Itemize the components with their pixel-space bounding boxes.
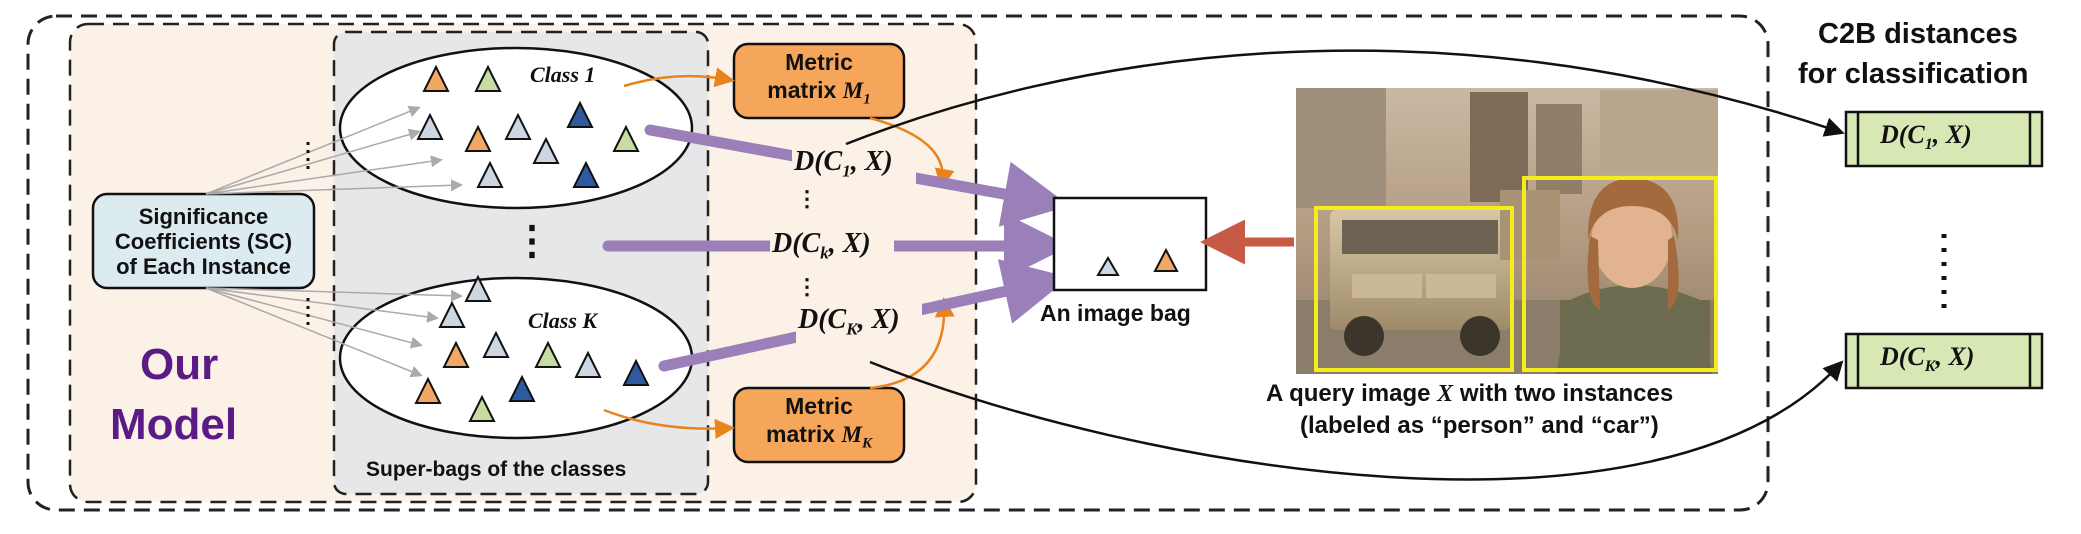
classK-instance-triangle bbox=[414, 376, 442, 404]
curve-dK-to-c2b bbox=[869, 360, 1844, 481]
class1-instance-triangle bbox=[476, 160, 504, 188]
orange-arrow-metricK-to-dK bbox=[869, 297, 955, 390]
class1-instance-triangle bbox=[474, 64, 502, 92]
class1-instance-triangle bbox=[572, 160, 600, 188]
c2b-box-K bbox=[1844, 332, 2044, 390]
classK-instance-triangle bbox=[508, 374, 536, 402]
sc-line3: of Each Instance bbox=[116, 253, 291, 279]
person-instance bbox=[1556, 178, 1712, 374]
model-title-line2: Model bbox=[110, 400, 238, 449]
bag-instance-gray bbox=[1096, 256, 1120, 276]
classK-instance-triangle bbox=[622, 358, 650, 386]
classK-instance-triangle bbox=[468, 394, 496, 422]
c2b-box-1-label: D(C1, X) bbox=[1880, 120, 1972, 154]
classK-instance-triangle bbox=[442, 340, 470, 368]
class1-instance-triangle bbox=[464, 124, 492, 152]
class1-instance-triangle bbox=[422, 64, 450, 92]
c2b-box-1 bbox=[1844, 110, 2044, 168]
sc-weight-lines bbox=[205, 105, 463, 378]
classK-instance-triangle bbox=[438, 300, 466, 328]
distance-dK: D(CK, X) bbox=[798, 304, 900, 339]
query-image bbox=[1296, 88, 1718, 374]
classK-instance-triangle bbox=[482, 330, 510, 358]
class1-instance-triangle bbox=[504, 112, 532, 140]
classK-instance-triangle bbox=[464, 274, 492, 302]
classK-instance-triangle bbox=[574, 350, 602, 378]
distance-dk: D(Ck, X) bbox=[772, 228, 871, 263]
query-caption-line1: A query image X with two instances bbox=[1266, 380, 1674, 407]
classK-label: Class K bbox=[528, 308, 598, 333]
class1-instance-triangle bbox=[612, 124, 640, 152]
dK-label-bg bbox=[796, 304, 922, 344]
superbags-caption: Super-bags of the classes bbox=[366, 458, 627, 481]
orange-arrow-class1-to-metric bbox=[623, 67, 735, 88]
car-bounding-box bbox=[1314, 206, 1514, 372]
image-bag-caption: An image bag bbox=[1040, 300, 1191, 326]
orange-arrow-metric1-to-d1 bbox=[869, 116, 955, 189]
image-bag-box bbox=[1052, 196, 1208, 292]
class1-instance-triangle bbox=[566, 100, 594, 128]
d1-label-bg bbox=[792, 146, 916, 186]
classK-superbag bbox=[338, 276, 694, 440]
model-title-line1: Our bbox=[140, 340, 219, 389]
class1-instance-triangle bbox=[416, 112, 444, 140]
classK-instance-triangle bbox=[534, 340, 562, 368]
orange-arrow-classK-to-metric bbox=[603, 408, 735, 439]
c2b-title-line2: for classification bbox=[1798, 58, 2029, 90]
c2b-title-line1: C2B distances bbox=[1818, 18, 2018, 50]
c2b-box-K-label: D(CK, X) bbox=[1880, 342, 1975, 376]
classK-instances bbox=[414, 274, 650, 422]
bag-instance-orange bbox=[1153, 247, 1179, 272]
metric1-line1: Metric bbox=[785, 49, 853, 76]
query-caption-line2: (labeled as “person” and “car”) bbox=[1300, 412, 1659, 439]
sc-line1: Significance bbox=[138, 203, 269, 229]
class1-instance-triangle bbox=[532, 136, 560, 164]
person-bounding-box bbox=[1522, 176, 1718, 372]
metric-matrix-1-label: Metric matrix M1 bbox=[734, 44, 904, 118]
dk-label-bg bbox=[770, 228, 894, 268]
outer-frame bbox=[26, 14, 1770, 512]
metric1-line2: matrix M1 bbox=[767, 77, 871, 108]
class1-instances bbox=[416, 64, 640, 188]
class1-label: Class 1 bbox=[530, 62, 596, 87]
curve-d1-to-c2b bbox=[845, 49, 1845, 146]
sc-line2: Coefficients (SC) bbox=[114, 228, 293, 254]
metric-matrix-K-label: Metric matrix MK bbox=[734, 388, 904, 462]
metricK-line2: matrix MK bbox=[766, 421, 872, 452]
distance-d1: D(C1, X) bbox=[794, 146, 893, 181]
sc-box bbox=[91, 192, 316, 290]
superbags-vertical-dots: ⋮ bbox=[512, 219, 552, 263]
distance-dots-lower: ⋮ bbox=[796, 274, 818, 299]
sc-box-label: Significance Coefficients (SC) of Each I… bbox=[93, 194, 314, 288]
distance-dots-upper: ⋮ bbox=[796, 186, 818, 211]
metricK-line1: Metric bbox=[785, 393, 853, 420]
